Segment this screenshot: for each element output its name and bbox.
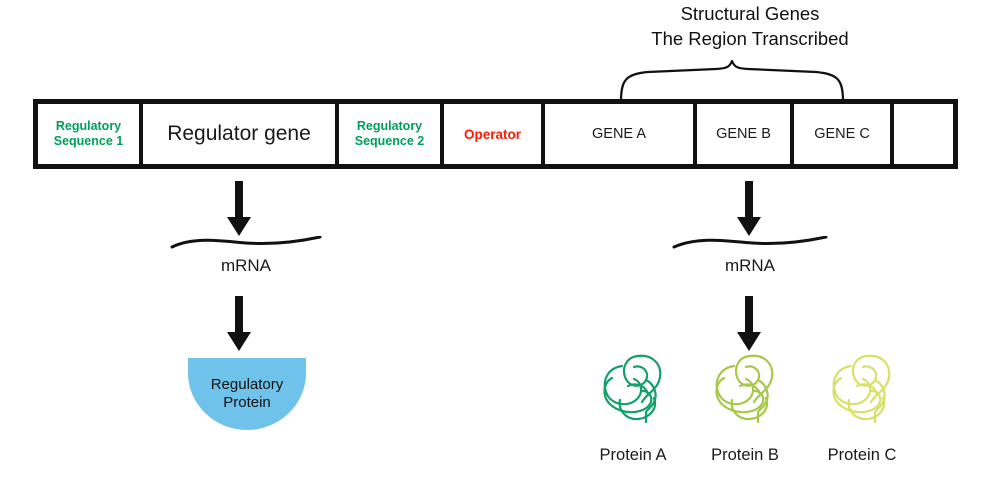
mrna-group-right: mRNA — [672, 235, 828, 276]
structural-genes-heading: Structural Genes The Region Transcribed — [590, 2, 910, 51]
protein-a-label: Protein A — [599, 446, 667, 464]
regulatory-sequence-1-label: Regulatory Sequence 1 — [54, 119, 123, 149]
regulatory-protein-line1: Regulatory — [210, 375, 284, 393]
regulator-gene-label: Regulator gene — [167, 122, 311, 145]
structural-genes-brace — [618, 58, 846, 103]
gene-segment-gene-a[interactable]: GENE A — [545, 104, 697, 164]
protein-c-tangle-icon — [832, 354, 891, 424]
protein-c-label: Protein C — [827, 446, 897, 464]
gene-c-label: GENE C — [814, 126, 870, 142]
gene-segment-regulatory-sequence-1[interactable]: Regulatory Sequence 1 — [38, 104, 143, 164]
translation-arrow-right-icon — [735, 296, 763, 357]
regulatory-protein-line2: Protein — [223, 394, 271, 411]
mrna-label-right: mRNA — [724, 256, 776, 275]
reg2-line1: Regulatory — [356, 119, 423, 134]
heading-line-region-transcribed: The Region Transcribed — [651, 27, 849, 49]
gene-segment-gene-b[interactable]: GENE B — [697, 104, 794, 164]
reg1-line1: Regulatory — [55, 119, 122, 134]
reg1-line2: Sequence 1 — [53, 134, 124, 148]
operator-label: Operator — [463, 126, 521, 142]
mrna-strand-right-icon — [672, 235, 828, 249]
gene-a-label: GENE A — [592, 126, 646, 142]
protein-a-tangle-icon — [603, 354, 662, 424]
heading-line-structural-genes: Structural Genes — [680, 3, 820, 24]
transcription-arrow-right-icon — [735, 181, 763, 242]
gene-segment-gene-c[interactable]: GENE C — [794, 104, 894, 164]
gene-bar: Regulatory Sequence 1 Regulator gene Reg… — [33, 99, 958, 169]
transcription-arrow-left-icon — [225, 181, 253, 242]
regulatory-sequence-2-label: Regulatory Sequence 2 — [355, 119, 424, 149]
mrna-label-left: mRNA — [220, 256, 272, 275]
reg2-line2: Sequence 2 — [354, 134, 425, 148]
protein-c-unit: Protein C — [807, 350, 917, 465]
gene-b-label: GENE B — [716, 126, 771, 142]
translation-arrow-left-icon — [225, 296, 253, 357]
gene-segment-regulatory-sequence-2[interactable]: Regulatory Sequence 2 — [339, 104, 444, 164]
gene-segment-operator[interactable]: Operator — [444, 104, 545, 164]
protein-b-unit: Protein B — [690, 350, 800, 465]
gene-segment-regulator-gene[interactable]: Regulator gene — [143, 104, 339, 164]
protein-b-tangle-icon — [715, 354, 774, 424]
protein-a-unit: Protein A — [578, 350, 688, 465]
gene-segment-empty[interactable] — [894, 104, 953, 164]
mrna-strand-left-icon — [170, 235, 322, 249]
mrna-group-left: mRNA — [170, 235, 322, 276]
regulatory-protein-shape[interactable]: Regulatory Protein — [188, 358, 306, 430]
protein-b-label: Protein B — [711, 446, 779, 464]
